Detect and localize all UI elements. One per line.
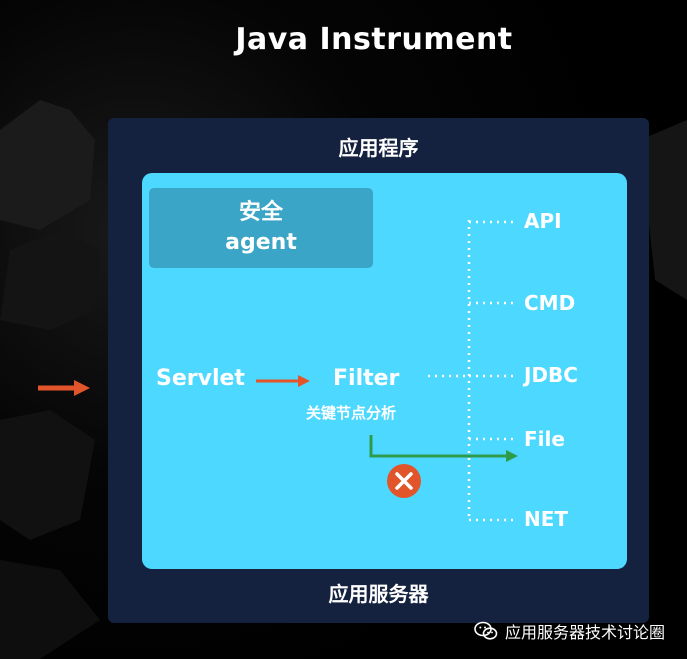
target-cmd: CMD: [524, 291, 576, 315]
watermark: 应用服务器技术讨论圈: [474, 619, 665, 643]
flow-connectors: [256, 220, 518, 522]
application-title: 应用程序: [338, 136, 419, 160]
security-agent-box: 安全 agent: [149, 188, 373, 268]
target-api: API: [524, 209, 562, 233]
application-inner-panel: 安全 agent: [142, 173, 627, 569]
filter-caption: 关键节点分析: [306, 404, 397, 422]
target-file: File: [524, 427, 565, 451]
block-x-icon: [387, 464, 421, 498]
intercept-path-arrow-icon: [369, 435, 518, 462]
page-title: Java Instrument: [235, 22, 513, 57]
filter-label: Filter: [333, 366, 400, 391]
security-agent-label-1: 安全: [238, 200, 283, 225]
watermark-text: 应用服务器技术讨论圈: [504, 623, 665, 642]
application-server-label: 应用服务器: [328, 582, 429, 606]
wechat-icon: [474, 621, 498, 640]
target-jdbc: JDBC: [524, 363, 578, 387]
security-agent-label-2: agent: [225, 230, 297, 255]
target-net: NET: [524, 507, 569, 531]
entry-arrow-icon: [38, 380, 90, 396]
servlet-label: Servlet: [156, 366, 245, 391]
servlet-to-filter-arrow-icon: [256, 375, 310, 387]
application-panel: 应用程序 安全 agent: [108, 118, 649, 623]
